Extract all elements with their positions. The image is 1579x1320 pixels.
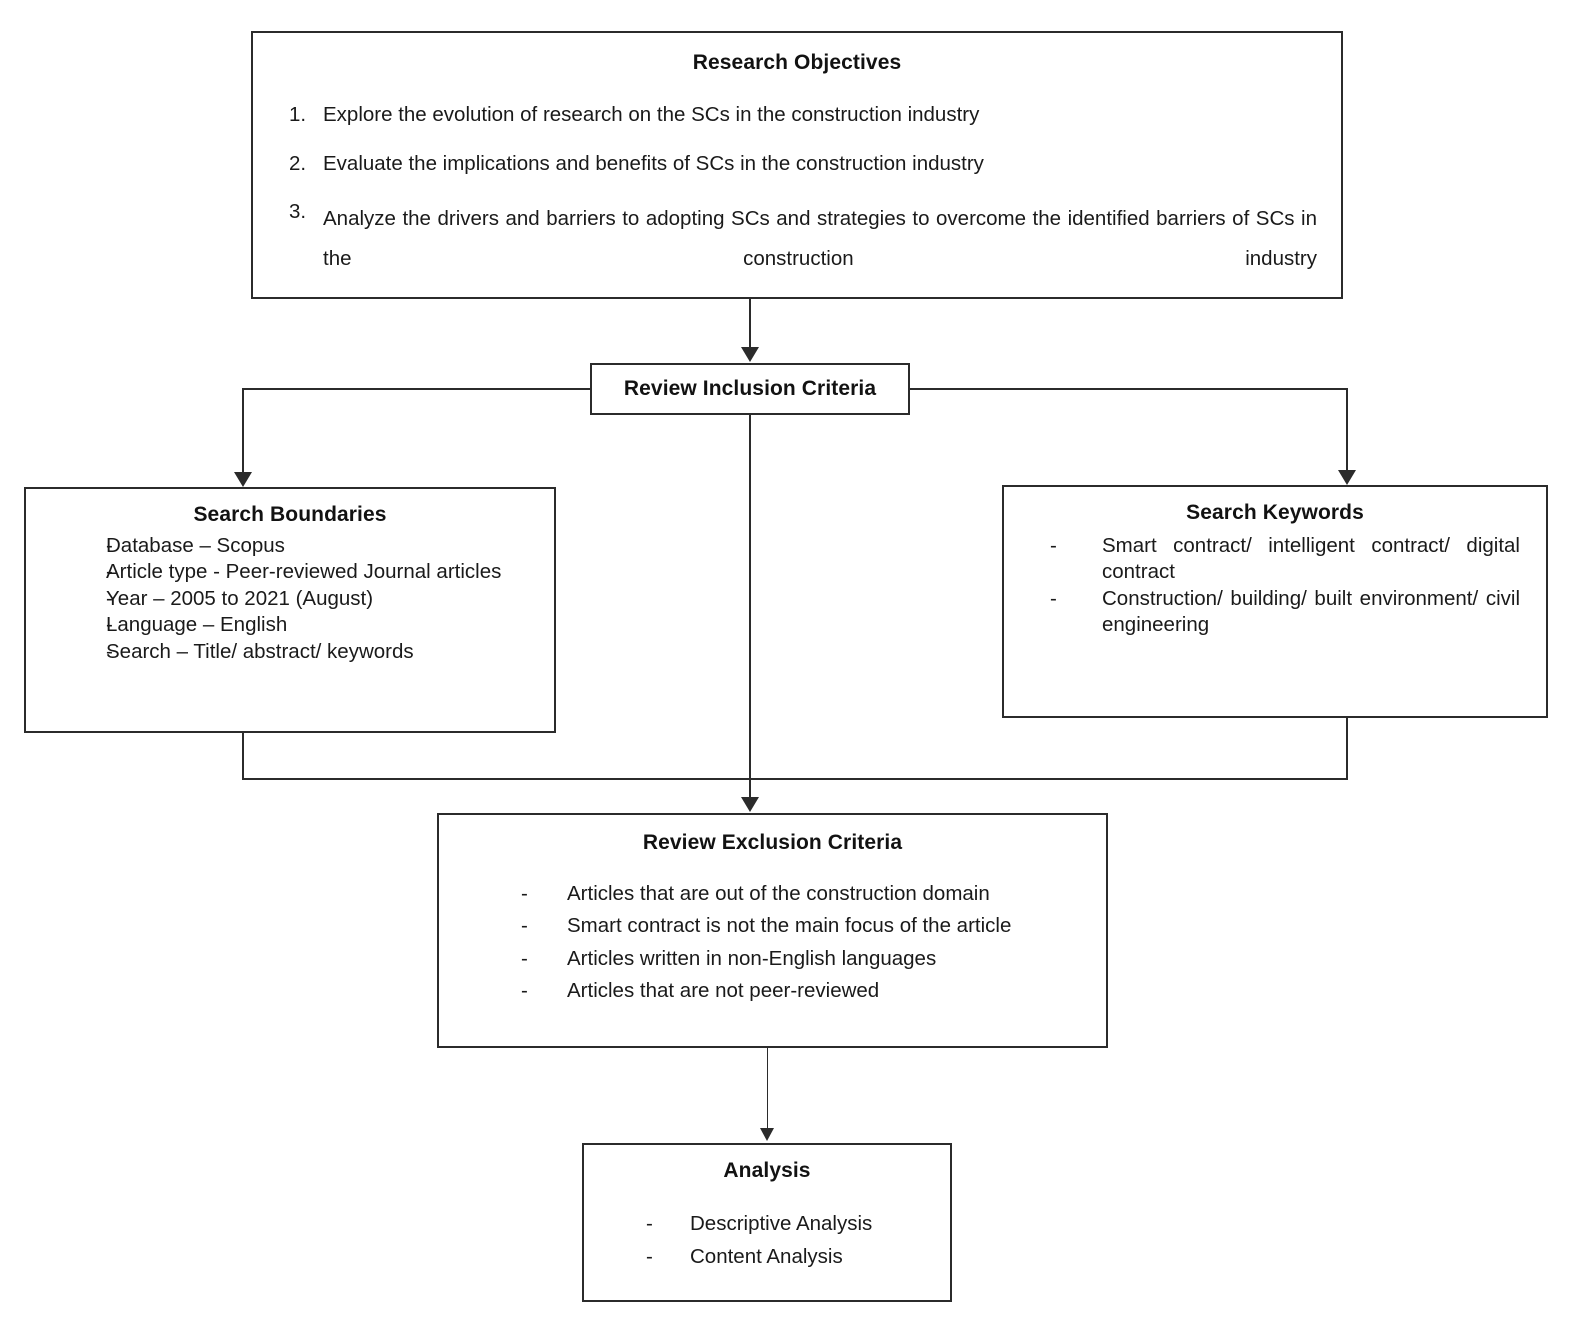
list-item: - Descriptive Analysis (602, 1211, 932, 1237)
list-item: - Articles written in non-English langua… (463, 946, 1082, 972)
list-text: Evaluate the implications and benefits o… (323, 151, 984, 175)
list-text: Article type - Peer-reviewed Journal art… (106, 560, 502, 584)
arrowhead-down (741, 797, 759, 812)
list-text: Articles that are out of the constructio… (567, 882, 990, 905)
list-text: Analyze the drivers and barriers to adop… (323, 207, 1317, 271)
list-bullet: - (646, 1212, 653, 1235)
analysis-title: Analysis (723, 1159, 811, 1182)
list-item: - Smart contract is not the main focus o… (463, 913, 1082, 939)
list-text: Search – Title/ abstract/ keywords (106, 639, 414, 663)
connector-inclusion-left-vertical (242, 388, 244, 472)
arrowhead-down (760, 1128, 774, 1141)
list-item: 2. Evaluate the implications and benefit… (277, 151, 1317, 178)
arrowhead-down (741, 347, 759, 362)
review-exclusion-criteria-title: Review Exclusion Criteria (642, 831, 903, 854)
search-boundaries-list: - Database – Scopus - Article type - Pee… (44, 533, 536, 665)
node-analysis: Analysis - Descriptive Analysis - Conten… (582, 1143, 952, 1302)
list-marker: 2. (289, 151, 307, 175)
research-objectives-title: Research Objectives (692, 51, 902, 74)
list-bullet: - (106, 534, 113, 557)
list-bullet: - (521, 946, 528, 970)
list-bullet: - (106, 639, 113, 663)
list-text: Smart contract is not the main focus of … (567, 914, 1012, 938)
list-text: Smart contract/ intelligent contract/ di… (1102, 534, 1520, 584)
list-bullet: - (106, 586, 113, 610)
list-item: - Articles that are out of the construct… (463, 881, 1082, 907)
list-bullet: - (521, 979, 528, 1003)
list-text: Content Analysis (690, 1245, 843, 1269)
list-text: Construction/ building/ built environmen… (1102, 586, 1520, 637)
node-search-boundaries: Search Boundaries - Database – Scopus - … (24, 487, 556, 733)
connector-keywords-to-spine (749, 778, 1348, 780)
connector-inclusion-left-horizontal (242, 388, 592, 390)
search-boundaries-title: Search Boundaries (193, 503, 387, 526)
list-text: Database – Scopus (106, 534, 285, 557)
list-bullet: - (106, 560, 113, 584)
arrowhead-down (234, 472, 252, 487)
list-item: - Articles that are not peer-reviewed (463, 978, 1082, 1004)
connector-objectives-to-inclusion (749, 299, 751, 347)
list-bullet: - (521, 882, 528, 905)
connector-inclusion-to-exclusion (749, 415, 751, 797)
list-item: - Content Analysis (602, 1244, 932, 1270)
list-text: Articles that are not peer-reviewed (567, 979, 880, 1003)
list-item: - Article type - Peer-reviewed Journal a… (44, 559, 536, 585)
list-text: Year – 2005 to 2021 (August) (106, 586, 374, 610)
list-text: Language – English (106, 613, 288, 637)
node-review-exclusion-criteria: Review Exclusion Criteria - Articles tha… (437, 813, 1108, 1048)
connector-boundaries-down (242, 733, 244, 779)
node-review-inclusion-criteria: Review Inclusion Criteria (590, 363, 910, 415)
list-bullet: - (1050, 586, 1057, 610)
list-item: - Year – 2005 to 2021 (August) (44, 586, 536, 612)
list-bullet: - (646, 1245, 653, 1269)
connector-inclusion-right-vertical (1346, 388, 1348, 470)
analysis-list: - Descriptive Analysis - Content Analysi… (602, 1211, 932, 1271)
search-keywords-title: Search Keywords (1186, 501, 1364, 524)
connector-keywords-down (1346, 718, 1348, 779)
review-inclusion-criteria-title: Review Inclusion Criteria (623, 377, 877, 400)
research-objectives-list: 1. Explore the evolution of research on … (277, 102, 1317, 319)
review-exclusion-criteria-list: - Articles that are out of the construct… (463, 881, 1082, 1005)
node-research-objectives: Research Objectives 1. Explore the evolu… (251, 31, 1343, 299)
connector-inclusion-right-horizontal (908, 388, 1348, 390)
list-item: 3. Analyze the drivers and barriers to a… (277, 199, 1317, 319)
list-bullet: - (521, 914, 528, 938)
list-bullet: - (1050, 534, 1057, 557)
list-item: 1. Explore the evolution of research on … (277, 102, 1317, 129)
connector-exclusion-to-analysis (767, 1048, 768, 1128)
list-item: - Database – Scopus (44, 533, 536, 559)
list-text: Articles written in non-English language… (567, 946, 937, 970)
arrowhead-down (1338, 470, 1356, 485)
list-marker: 1. (289, 103, 307, 126)
node-search-keywords: Search Keywords - Smart contract/ intell… (1002, 485, 1548, 718)
list-bullet: - (106, 613, 113, 637)
list-item: - Search – Title/ abstract/ keywords (44, 639, 536, 665)
list-item: - Smart contract/ intelligent contract/ … (1030, 533, 1520, 586)
list-item: - Construction/ building/ built environm… (1030, 586, 1520, 639)
list-text: Explore the evolution of research on the… (323, 103, 980, 126)
list-marker: 3. (289, 200, 307, 224)
search-keywords-list: - Smart contract/ intelligent contract/ … (1030, 533, 1520, 639)
connector-boundaries-to-spine (242, 778, 752, 780)
list-item: - Language – English (44, 612, 536, 638)
list-text: Descriptive Analysis (690, 1212, 873, 1235)
